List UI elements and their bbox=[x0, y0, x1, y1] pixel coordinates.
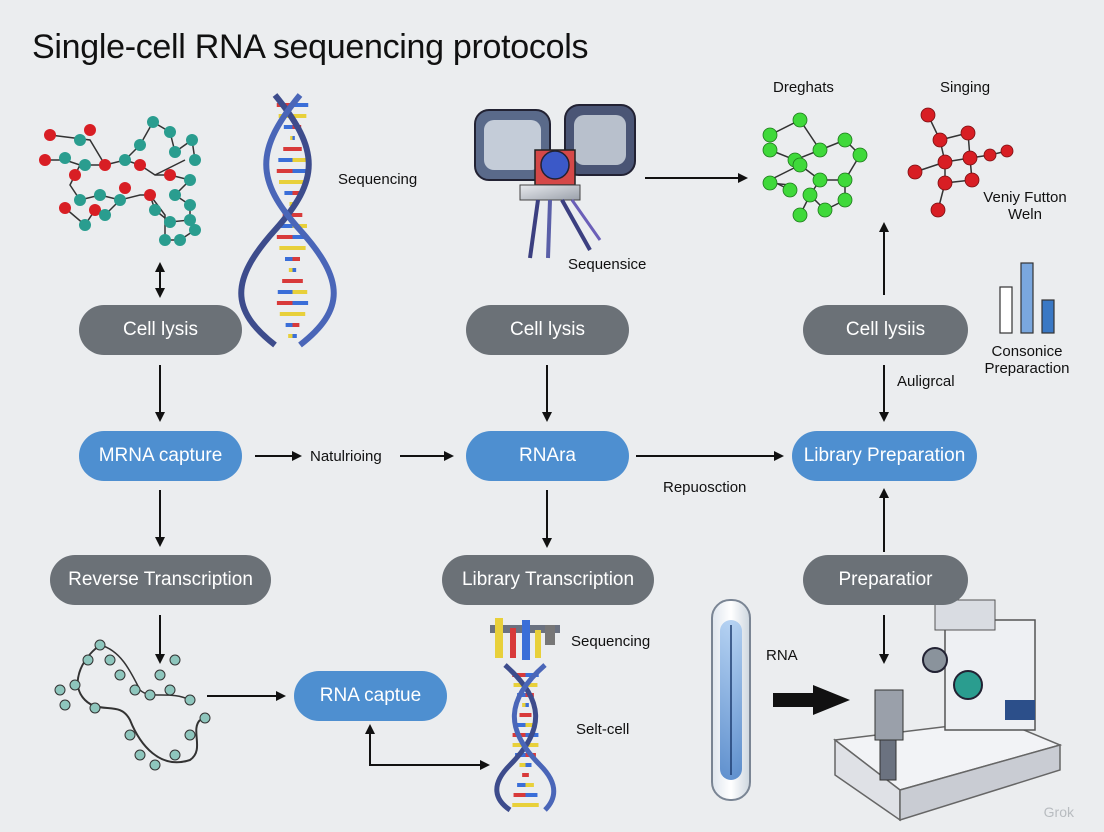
molecule-teal-red-icon bbox=[39, 116, 201, 246]
lab-instrument-icon bbox=[833, 599, 1063, 822]
reverse-transcription-pill: Reverse Transcription bbox=[50, 555, 271, 605]
consonice-line1: Consonice bbox=[991, 343, 1063, 360]
rna-captue-pill: RNA captue bbox=[294, 671, 447, 721]
sequencing-label-top: Sequencing bbox=[338, 171, 418, 188]
test-tube-icon bbox=[711, 599, 751, 801]
sequencer-machine-icon bbox=[474, 104, 636, 259]
rna-label: RNA bbox=[766, 647, 798, 664]
molecule-green-icon bbox=[762, 112, 868, 223]
selt-cell-label: Selt-cell bbox=[576, 721, 630, 738]
dreghats-label: Dreghats bbox=[773, 79, 834, 96]
mrna-capture-pill: MRNA capture bbox=[79, 431, 242, 481]
dna-helix-icon bbox=[238, 93, 337, 348]
molecule-red-icon bbox=[907, 107, 1014, 218]
thick-arrow bbox=[773, 685, 850, 715]
sequencing-label-bottom: Sequencing bbox=[571, 633, 651, 650]
repuosction-label: Repuosction bbox=[663, 479, 747, 496]
flow-arrows bbox=[155, 173, 889, 770]
cell-lysis-pill-2: Cell lysis bbox=[466, 305, 629, 355]
auligrcal-label: Auligrcal bbox=[897, 373, 955, 390]
dna-sequencing-icon bbox=[490, 618, 560, 813]
singing-label: Singing bbox=[940, 79, 991, 96]
cell-lysis-pill-1: Cell lysis bbox=[79, 305, 242, 355]
rna-strand-icon bbox=[54, 639, 211, 771]
library-transcription-pill: Library Transcription bbox=[442, 555, 654, 605]
page-title: Single-cell RNA sequencing protocols bbox=[32, 28, 589, 66]
sequensice-label: Sequensice bbox=[568, 256, 647, 273]
veniy-futton-line1: Veniy Futton bbox=[983, 189, 1067, 206]
bar-chart-icon bbox=[999, 262, 1055, 334]
library-preparation-pill: Library Preparation bbox=[792, 431, 977, 481]
rnara-pill: RNAra bbox=[466, 431, 629, 481]
consonice-line2: Preparaction bbox=[984, 360, 1070, 377]
cell-lysis-pill-3: Cell lysiis bbox=[803, 305, 968, 355]
watermark: Grok bbox=[1043, 804, 1074, 820]
veniy-futton-line2: Weln bbox=[1008, 206, 1042, 223]
consonice-label: Consonice Preparaction bbox=[978, 343, 1076, 377]
veniy-futton-label: Veniy Futton Weln bbox=[980, 189, 1070, 223]
preparation-pill: Preparatior bbox=[803, 555, 968, 605]
natulrioing-label: Natulrioing bbox=[310, 448, 382, 465]
